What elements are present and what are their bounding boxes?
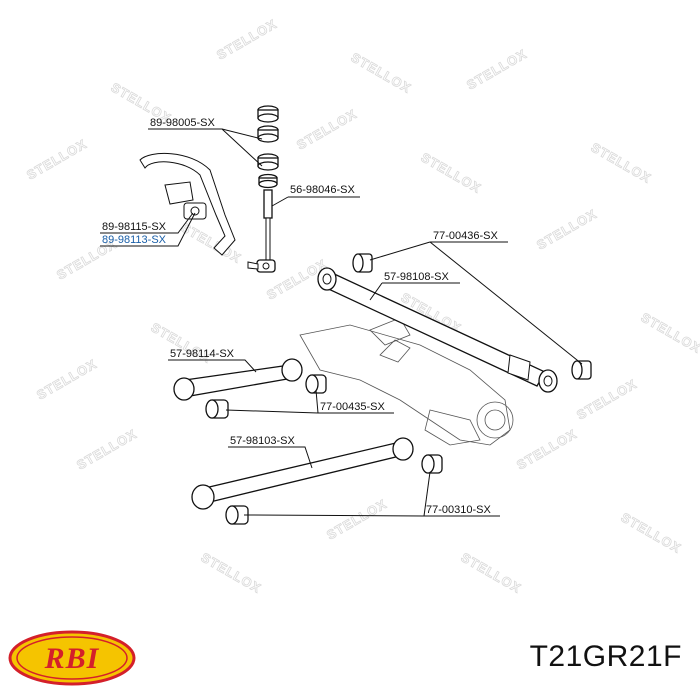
link-bushings: [257, 105, 279, 189]
rbi-logo: RBI: [8, 630, 136, 686]
leader-lines: [100, 128, 583, 517]
watermark-text: STELLOX: [34, 356, 99, 402]
label-56-98046: 56-98046-SX: [290, 184, 355, 196]
watermark-text: STELLOX: [294, 106, 359, 152]
part-number: T21GR21F: [529, 640, 682, 673]
label-77-00310: 77-00310-SX: [426, 504, 491, 516]
watermark-text: STELLOX: [619, 510, 684, 556]
label-57-98103: 57-98103-SX: [230, 435, 295, 447]
bushing-77-00436: [352, 253, 592, 380]
watermark-text: STELLOX: [514, 426, 579, 472]
watermark-text: STELLOX: [574, 376, 639, 422]
watermark-text: STELLOX: [534, 206, 599, 252]
bushing-77-00435: [205, 374, 327, 419]
watermark-text: STELLOX: [464, 46, 529, 92]
upper-control-arm: [317, 267, 558, 393]
bushing-77-00310: [225, 454, 443, 525]
watermark-text: STELLOX: [589, 140, 654, 186]
watermark-text: STELLOX: [24, 136, 89, 182]
label-77-00435: 77-00435-SX: [320, 401, 385, 413]
label-89-98113: 89-98113-SX: [102, 234, 167, 246]
part-labels: 89-98005-SX 56-98046-SX 89-98115-SX 89-9…: [102, 117, 498, 516]
watermark-text: STELLOX: [199, 550, 264, 596]
stabilizer-link: [247, 189, 276, 273]
middle-control-arm: [173, 358, 303, 401]
watermark-text: STELLOX: [324, 496, 389, 542]
label-89-98005: 89-98005-SX: [150, 117, 215, 129]
lower-control-arm: [191, 437, 414, 510]
svg-text:RBI: RBI: [44, 642, 100, 675]
label-89-98115: 89-98115-SX: [102, 221, 167, 233]
watermark-text: STELLOX: [74, 426, 139, 472]
watermark-text: STELLOX: [459, 550, 524, 596]
watermark-text: STELLOX: [214, 16, 279, 62]
watermark-text: STELLOX: [349, 50, 414, 96]
label-57-98108: 57-98108-SX: [384, 271, 449, 283]
watermark-text: STELLOX: [419, 150, 484, 196]
watermark-text: STELLOX: [639, 310, 700, 356]
axle-outline: [299, 317, 514, 446]
label-57-98114: 57-98114-SX: [170, 348, 235, 360]
label-77-00436: 77-00436-SX: [433, 230, 498, 242]
